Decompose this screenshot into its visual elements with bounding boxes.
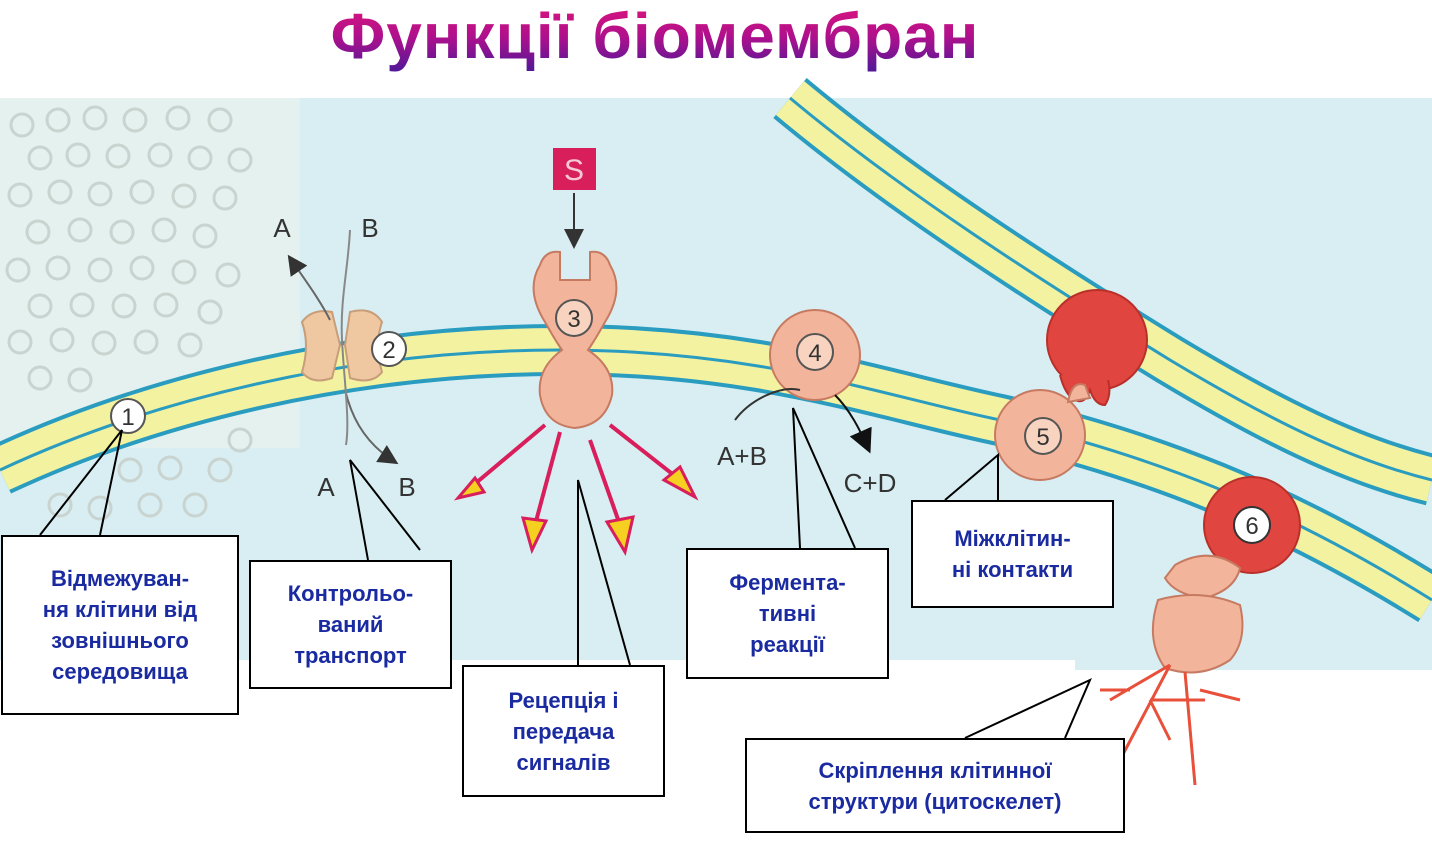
callout-cell-contacts: Міжклітин- ні контакти xyxy=(911,500,1114,608)
callout-line: передача xyxy=(512,718,615,744)
cytoskeleton-anchor xyxy=(1100,476,1301,786)
label-substrates: A+B xyxy=(717,441,767,471)
pointer-5 xyxy=(944,452,999,501)
callout-line: Рецепція і xyxy=(508,687,619,713)
marker-2-label: 2 xyxy=(382,337,395,364)
callout-line: Фермента- xyxy=(729,570,846,595)
label-b-top: B xyxy=(361,213,378,243)
callout-line: Відмежуван- xyxy=(50,566,190,591)
callout-line: ні контакти xyxy=(951,557,1074,582)
marker-1-label: 1 xyxy=(121,404,134,431)
cell-contact xyxy=(994,289,1148,481)
callout-line: Контрольо- xyxy=(287,581,414,606)
callout-line: середовища xyxy=(52,659,188,684)
neighbour-cell-membrane xyxy=(773,78,1432,506)
callout-line: структури (цитоскелет) xyxy=(808,788,1062,814)
marker-5-label: 5 xyxy=(1036,424,1049,451)
marker-4 xyxy=(796,333,834,371)
marker-4-label: 4 xyxy=(808,340,821,367)
signal-molecule-label: S xyxy=(564,154,584,187)
callout-line: Скріплення клітинної xyxy=(818,757,1052,783)
label-a-top: A xyxy=(273,213,291,243)
callout-cytoskeleton: Скріплення клітинної структури (цитоскел… xyxy=(745,738,1125,833)
label-products: C+D xyxy=(844,468,897,498)
receptor: S xyxy=(453,148,699,556)
callout-line: реакції xyxy=(750,632,825,657)
lower-right-white-area xyxy=(1215,672,1432,805)
callout-pointers xyxy=(39,407,1092,739)
callout-line: ваний xyxy=(317,612,384,637)
marker-1 xyxy=(110,398,146,434)
marker-6 xyxy=(1233,506,1271,544)
callout-line: транспорт xyxy=(294,643,407,668)
callout-line: сигналів xyxy=(516,749,611,775)
extracellular-vesicles xyxy=(5,105,253,521)
marker-6-label: 6 xyxy=(1245,513,1258,540)
label-a-bottom: A xyxy=(317,472,335,502)
pointer-4 xyxy=(792,407,856,549)
pointer-1 xyxy=(39,429,123,536)
transport-channel xyxy=(287,229,399,465)
signal-molecule xyxy=(553,148,596,190)
marker-5 xyxy=(1024,417,1062,455)
callout-enzymatic-reactions: Фермента- тивні реакції xyxy=(686,548,889,679)
callout-signal-reception: Рецепція і передача сигналів xyxy=(462,665,665,797)
marker-2 xyxy=(371,331,407,367)
marker-3 xyxy=(555,299,593,337)
callout-line: ня клітини від xyxy=(42,597,198,622)
callout-separation: Відмежуван- ня клітини від зовнішнього с… xyxy=(1,535,239,715)
callout-line: зовнішнього xyxy=(51,628,189,653)
pointer-2 xyxy=(349,459,421,561)
callout-transport: Контрольо- ваний транспорт xyxy=(249,560,452,689)
pointer-6 xyxy=(964,677,1092,739)
pointer-3 xyxy=(577,479,631,666)
label-b-bottom: B xyxy=(398,472,415,502)
callout-line: Міжклітин- xyxy=(954,526,1071,551)
marker-3-label: 3 xyxy=(567,306,580,333)
callout-line: тивні xyxy=(758,601,817,626)
page-title: Функції біомембран xyxy=(0,0,1310,80)
